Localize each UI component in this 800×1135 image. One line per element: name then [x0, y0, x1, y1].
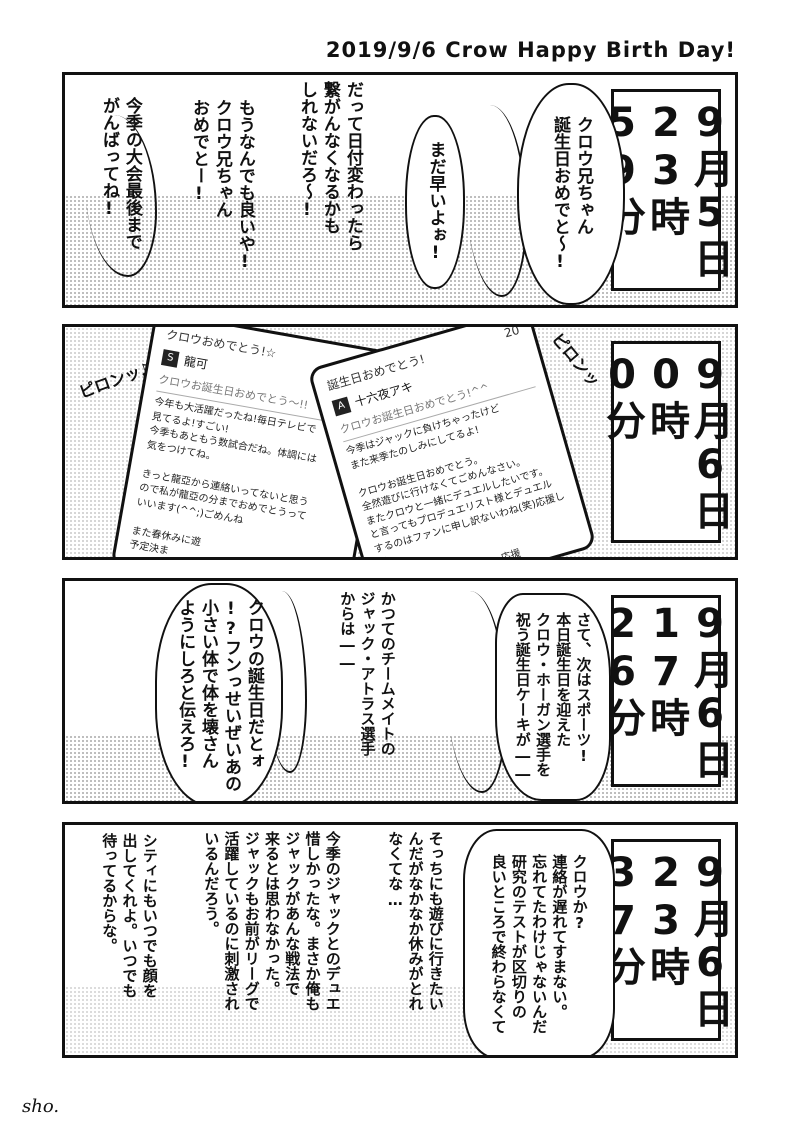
timestamp-text: 9月6日 17時 26分	[599, 601, 733, 781]
timestamp-box: 9月6日 17時 26分	[599, 595, 733, 787]
speech-text: 今季のジャックとのデュエ 惜しかったな。まさか俺も ジャックがあんな戦法で 来る…	[202, 831, 342, 1011]
caption-box: さて、次はスポーツ! 本日誕生日を迎えた クロウ・ホーガン選手を 祝う誕生日ケー…	[495, 593, 611, 801]
timestamp-box: 9月6日 0時 0分	[599, 341, 733, 543]
speech-text: 今季の大会最後まで がんばってね!	[98, 97, 142, 250]
timestamp-box: 9月6日 23時 37分	[599, 839, 733, 1041]
speed-line	[265, 591, 307, 773]
panel-2: 9月6日 0時 0分 ピロンッ♪ ピロンッ クロウおめでとう!☆ S 龍可 クロ…	[62, 324, 738, 560]
speech-bubble: クロウか? 連絡が遅れてすまない。 忘れてたわけじゃないんだ 研究のテストが区切…	[463, 829, 615, 1055]
page-header: 2019/9/6 Crow Happy Birth Day!	[325, 38, 736, 62]
caption-text: かつてのチームメイトの ジャック・アトラス選手 からは――	[338, 591, 397, 756]
avatar: A	[331, 396, 352, 416]
speech-bubble: まだ早いよぉ!	[405, 115, 465, 289]
panel-4: 9月6日 23時 37分 クロウか? 連絡が遅れてすまない。 忘れてたわけじゃな…	[62, 822, 738, 1058]
timestamp-box: 9月5日 23時 59分	[599, 89, 733, 291]
sender-name: 龍可	[182, 353, 209, 372]
panel-1: 9月5日 23時 59分 クロウ兄ちゃん 誕生日おめでと〜! まだ早いよぉ! だ…	[62, 72, 738, 308]
timestamp-text: 9月6日 0時 0分	[599, 352, 733, 532]
speech-text: そっちにも遊びに行きたい んだがなかなか休みがとれ なくてな…	[386, 831, 445, 1011]
speech-text: だって日付変わったら 繋がんなくなるかも しれないだろ〜!	[296, 81, 363, 251]
timestamp-text: 9月6日 23時 37分	[599, 850, 733, 1030]
panel-3: 9月6日 17時 26分 さて、次はスポーツ! 本日誕生日を迎えた クロウ・ホー…	[62, 578, 738, 804]
speech-bubble: クロウ兄ちゃん 誕生日おめでと〜!	[517, 83, 625, 305]
avatar: S	[161, 348, 180, 368]
speech-text: シティにもいつでも顔を 出してくれよ。いつでも 待ってるからな。	[100, 833, 159, 998]
artist-signature: sho.	[22, 1096, 60, 1117]
speech-text: もうなんでも良いや! クロウ兄ちゃん おめでとー!	[188, 99, 255, 272]
speech-bubble: クロウの誕生日だとォ !?フンっせいぜいあの 小さい体で体を壊さん ようにしろと…	[155, 583, 283, 801]
